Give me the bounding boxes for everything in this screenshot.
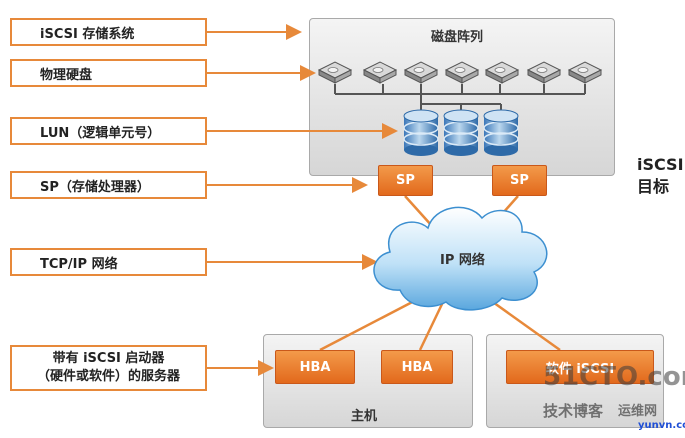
watermark-badge: 运维网 — [618, 404, 658, 419]
sp-label: SP（存储处理器） — [10, 171, 207, 199]
hard-disk-icon — [567, 61, 603, 84]
sp-processor-2: SP — [492, 165, 547, 196]
hard-disk-icon — [526, 61, 562, 84]
watermark-url: yunvn.com — [638, 420, 685, 431]
hba-adapter-2: HBA — [381, 350, 453, 384]
ip-network-cloud — [373, 206, 548, 311]
hard-disk-icon — [484, 61, 520, 84]
hard-disk-icon — [317, 61, 353, 84]
hard-disk-icon — [444, 61, 480, 84]
tcpip-text: TCP/IP 网络 — [40, 256, 118, 272]
hba-adapter-1: HBA — [275, 350, 355, 384]
sp-processor-1: SP — [378, 165, 433, 196]
database-icon — [483, 109, 519, 156]
database-icon — [443, 109, 479, 156]
lun-drums — [403, 109, 519, 156]
watermark-site: 51CTO.com — [543, 362, 685, 392]
physical-disks — [317, 61, 603, 84]
iscsi-storage-label: iSCSI 存储系统 — [10, 18, 207, 46]
lun-text: LUN（逻辑单元号） — [40, 125, 161, 141]
initiator-label: 带有 iSCSI 启动器 （硬件或软件）的服务器 — [10, 345, 207, 391]
iscsi-target-line2: 目标 — [637, 177, 670, 196]
pointer-arrows — [207, 24, 398, 376]
host-title: 主机 — [351, 409, 378, 424]
sp-text: SP（存储处理器） — [40, 179, 150, 195]
physical-disk-label: 物理硬盘 — [10, 59, 207, 87]
iscsi-target-label: iSCSI 目标 — [637, 154, 685, 198]
iscsi-storage-text: iSCSI 存储系统 — [40, 26, 135, 42]
hard-disk-icon — [403, 61, 439, 84]
hard-disk-icon — [362, 61, 398, 84]
physical-disk-text: 物理硬盘 — [40, 67, 93, 83]
lun-label: LUN（逻辑单元号） — [10, 117, 207, 145]
ip-network-label: IP 网络 — [440, 253, 485, 268]
iscsi-target-line1: iSCSI — [637, 155, 684, 174]
initiator-text-line1: 带有 iSCSI 启动器 — [52, 351, 165, 366]
disk-array-title: 磁盘阵列 — [431, 30, 484, 45]
network-links — [319, 195, 561, 352]
watermark-blog: 技术博客 — [543, 402, 604, 420]
database-icon — [403, 109, 439, 156]
tcpip-label: TCP/IP 网络 — [10, 248, 207, 276]
software-iscsi-adapter: 软件 iSCSI — [506, 350, 654, 384]
initiator-text-line2: （硬件或软件）的服务器 — [36, 369, 180, 384]
